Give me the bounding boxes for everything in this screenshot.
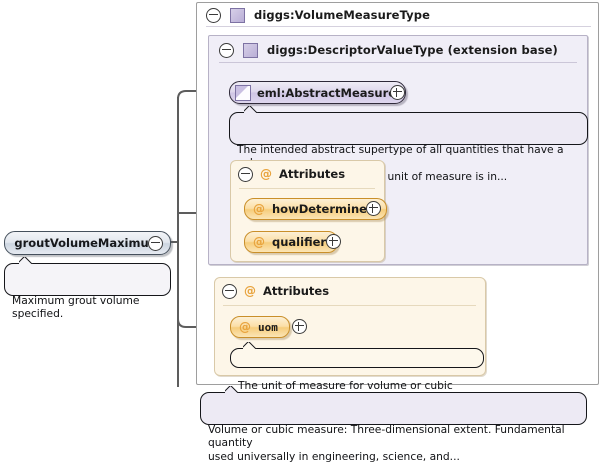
at-sign-icon: @	[260, 167, 272, 181]
expand-toggle-uom[interactable]	[292, 319, 307, 334]
annotation-root-element: Maximum grout volume specified.	[4, 263, 171, 320]
element-abstract-measure[interactable]: eml:AbstractMeasure	[229, 81, 407, 104]
annotation-root-element-text: Maximum grout volume specified.	[12, 293, 140, 321]
attribute-uom-label: uom	[258, 320, 278, 334]
outer-type-label: diggs:VolumeMeasureType	[254, 8, 430, 22]
attribute-group-2-header: @ Attributes	[222, 281, 329, 301]
annotation-uom: The unit of measure for volume or cubic …	[230, 348, 484, 405]
collapse-toggle-outer-type[interactable]	[206, 7, 221, 23]
outer-type-header: diggs:VolumeMeasureType	[206, 4, 430, 26]
root-element-label: groutVolumeMaximum	[14, 236, 161, 250]
attribute-group-2-rule	[223, 305, 476, 306]
complex-type-square-icon	[230, 7, 245, 23]
expand-toggle-how-determined[interactable]	[366, 201, 381, 216]
callout-tail	[225, 386, 239, 393]
attribute-qualifier[interactable]: @ qualifier	[244, 231, 339, 253]
inner-type-label: diggs:DescriptorValueType (extension bas…	[267, 43, 558, 57]
complex-type-square-icon	[243, 42, 258, 58]
element-abstract-measure-label: eml:AbstractMeasure	[257, 85, 397, 100]
at-sign-icon: @	[253, 202, 265, 216]
at-sign-icon: @	[253, 235, 265, 249]
expand-toggle-qualifier[interactable]	[326, 234, 341, 249]
attribute-how-determined-label: howDetermined	[272, 202, 376, 216]
annotation-abstract-measure: The intended abstract supertype of all q…	[229, 112, 588, 183]
outer-type-header-rule	[206, 26, 591, 27]
inner-type-header: diggs:DescriptorValueType (extension bas…	[219, 39, 558, 61]
expand-toggle-abstract-measure[interactable]	[390, 85, 405, 100]
schema-diagram-canvas: diggs:VolumeMeasureType diggs:Descriptor…	[0, 0, 604, 430]
attribute-group-1-label: Attributes	[279, 167, 346, 181]
attribute-group-1-rule	[239, 188, 375, 189]
collapse-toggle-attribute-group-2[interactable]	[222, 283, 237, 299]
collapse-toggle-inner-type[interactable]	[219, 42, 234, 58]
callout-tail	[19, 257, 33, 264]
attribute-how-determined[interactable]: @ howDetermined	[244, 198, 388, 220]
inner-type-header-rule	[219, 62, 577, 63]
annotation-volume-measure-type: Volume or cubic measure: Three-dimension…	[200, 392, 587, 463]
attribute-qualifier-label: qualifier	[272, 235, 327, 249]
abstract-element-icon	[235, 84, 251, 101]
attribute-uom[interactable]: @ uom	[230, 316, 290, 338]
at-sign-icon: @	[244, 284, 256, 298]
callout-tail	[244, 106, 258, 113]
attribute-group-2-label: Attributes	[263, 284, 330, 298]
callout-tail	[243, 342, 257, 349]
root-element-grout-volume-maximum[interactable]: groutVolumeMaximum	[4, 231, 171, 255]
attribute-group-1-header: @ Attributes	[238, 164, 345, 184]
annotation-volume-measure-type-text: Volume or cubic measure: Three-dimension…	[208, 422, 565, 463]
collapse-toggle-attribute-group-1[interactable]	[238, 166, 253, 182]
at-sign-icon: @	[239, 320, 251, 334]
collapse-toggle-root-element[interactable]	[148, 236, 163, 251]
